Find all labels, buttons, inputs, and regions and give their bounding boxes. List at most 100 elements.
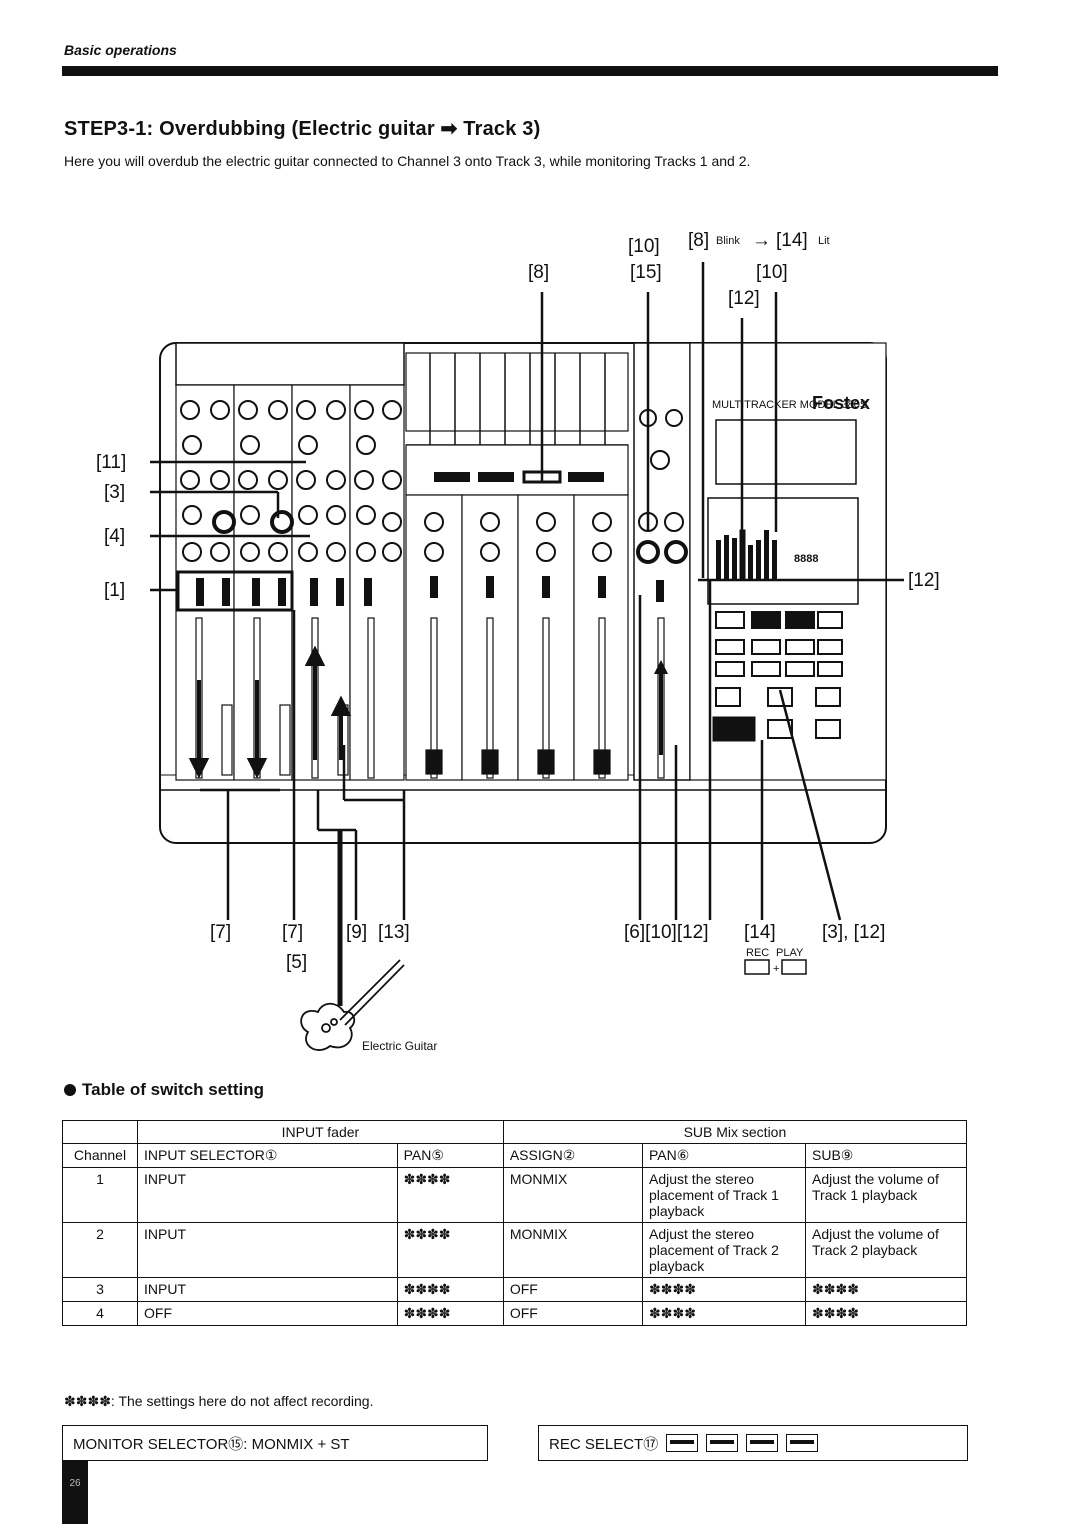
cell-pan6: ✽✽✽✽ xyxy=(642,1301,806,1326)
rec-switch-track1-icon xyxy=(666,1434,699,1452)
callout-10b: [10] xyxy=(756,262,788,283)
callout-15: [15] xyxy=(630,262,662,283)
rec-select-box: REC SELECT⑰ xyxy=(538,1425,968,1461)
cell-assign: MONMIX xyxy=(502,1222,644,1278)
table-group-header-row: INPUT fader SUB Mix section xyxy=(62,1120,968,1144)
cell-sub: Adjust the volume of Track 1 playback xyxy=(805,1167,967,1223)
col-header: PAN⑥ xyxy=(642,1143,806,1168)
callout-12-top: [12] xyxy=(728,288,760,309)
cell-input-selector: INPUT xyxy=(137,1277,398,1302)
cell-sub: ✽✽✽✽ xyxy=(805,1301,967,1326)
plus-sign: + xyxy=(773,963,779,975)
cell-input-selector: INPUT xyxy=(137,1167,398,1223)
counter-readout: 8888 xyxy=(794,553,818,565)
callout-5: [5] xyxy=(286,952,307,973)
cell-pan6: Adjust the stereo placement of Track 2 p… xyxy=(642,1222,806,1278)
rec-label: REC xyxy=(746,947,769,959)
rec-button-icon xyxy=(744,959,770,975)
cell-assign: MONMIX xyxy=(502,1167,644,1223)
intro-text: Here you will overdub the electric guita… xyxy=(64,153,751,169)
blink-arrow: → xyxy=(752,230,771,251)
cell-sub: ✽✽✽✽ xyxy=(805,1277,967,1302)
cell-input-selector: INPUT xyxy=(137,1222,398,1278)
callout-9: [9] xyxy=(346,922,367,943)
cell-input-selector: OFF xyxy=(137,1301,398,1326)
mixer-diagram: MULTITRACKER MODEL 380S Fostex 8888 xyxy=(0,200,1080,1070)
callout-14: [14] xyxy=(744,922,776,943)
table-heading-text: Table of switch setting xyxy=(82,1080,264,1099)
table-row: 4 OFF ✽✽✽✽ OFF ✽✽✽✽ ✽✽✽✽ xyxy=(62,1301,967,1326)
table-column-header-row: Channel INPUT SELECTOR① PAN⑤ ASSIGN② PAN… xyxy=(62,1143,967,1168)
callout-3-12: [3], [12] xyxy=(822,922,885,943)
callout-7b: [7] xyxy=(282,922,303,943)
empty-corner xyxy=(62,1120,138,1144)
lcd-display xyxy=(707,497,859,605)
page-title: STEP3-1: Overdubbing (Electric guitar ➡ … xyxy=(64,118,541,140)
cell-pan6: ✽✽✽✽ xyxy=(642,1277,806,1302)
electric-guitar-drawing xyxy=(300,959,405,1051)
page-number: 26 xyxy=(62,1460,88,1524)
col-header: ASSIGN② xyxy=(502,1143,644,1168)
table-row: 1 INPUT ✽✽✽✽ MONMIX Adjust the stereo pl… xyxy=(62,1167,967,1223)
blink-label: Blink xyxy=(716,235,740,247)
table-row: 2 INPUT ✽✽✽✽ MONMIX Adjust the stereo pl… xyxy=(62,1222,967,1278)
input-selectors xyxy=(196,578,372,606)
callout-12-right: [12] xyxy=(908,570,940,591)
callout-4: [4] xyxy=(104,526,125,547)
callout-8: [8] xyxy=(528,262,549,283)
guitar-label: Electric Guitar xyxy=(362,1039,437,1053)
footnote: ✽✽✽✽: The settings here do not affect re… xyxy=(64,1393,374,1409)
callout-13: [13] xyxy=(378,922,410,943)
group-sub-mix: SUB Mix section xyxy=(502,1120,968,1144)
callout-6-10-12: [6][10][12] xyxy=(624,922,709,943)
col-header: INPUT SELECTOR① xyxy=(137,1143,398,1168)
sub-mix-strips xyxy=(405,494,629,781)
callout-7a: [7] xyxy=(210,922,231,943)
play-label: PLAY xyxy=(776,947,804,959)
cell-pan5: ✽✽✽✽ xyxy=(396,1277,504,1302)
col-header: PAN⑤ xyxy=(396,1143,504,1168)
group-input-fader: INPUT fader xyxy=(137,1120,504,1144)
header-rule xyxy=(62,66,998,76)
callout-10-top: [10] xyxy=(628,236,660,257)
cell-channel: 2 xyxy=(62,1222,138,1278)
rec-switch-track2-icon xyxy=(706,1434,739,1452)
display-cover xyxy=(715,419,857,485)
table-row: 3 INPUT ✽✽✽✽ OFF ✽✽✽✽ ✽✽✽✽ xyxy=(62,1277,967,1302)
cell-channel: 4 xyxy=(62,1301,138,1326)
mixer-illustration: MULTITRACKER MODEL 380S Fostex 8888 xyxy=(96,230,940,1053)
cell-pan5: ✽✽✽✽ xyxy=(396,1167,504,1223)
callout-14-lit: [14] xyxy=(776,230,808,251)
callout-11: [11] xyxy=(96,452,126,473)
cell-channel: 3 xyxy=(62,1277,138,1302)
rec-select-text: REC SELECT⑰ xyxy=(549,1435,659,1453)
input-knobs xyxy=(180,400,402,562)
lit-label: Lit xyxy=(818,235,830,247)
play-button-icon xyxy=(781,959,807,975)
brand-logo: Fostex xyxy=(812,393,870,413)
fader-arrows xyxy=(188,645,352,779)
switch-setting-table: INPUT fader SUB Mix section Channel INPU… xyxy=(62,1120,968,1326)
cell-pan5: ✽✽✽✽ xyxy=(396,1222,504,1278)
col-header: SUB⑨ xyxy=(805,1143,967,1168)
cell-assign: OFF xyxy=(502,1277,644,1302)
monitor-selector-box: MONITOR SELECTOR⑮: MONMIX + ST xyxy=(62,1425,488,1461)
section-label: Basic operations xyxy=(64,42,177,58)
cell-pan6: Adjust the stereo placement of Track 1 p… xyxy=(642,1167,806,1223)
callout-3: [3] xyxy=(104,482,125,503)
transport-buttons xyxy=(715,611,843,739)
monitor-selector-text: MONITOR SELECTOR⑮: MONMIX + ST xyxy=(73,1435,350,1453)
rear-panel xyxy=(405,352,629,432)
bullet-icon xyxy=(64,1084,76,1096)
callout-8-blink: [8] xyxy=(688,230,709,251)
callout-1: [1] xyxy=(104,580,125,601)
rec-switch-track3-icon xyxy=(746,1434,779,1452)
rec-switch-track4-icon xyxy=(786,1434,819,1452)
cell-sub: Adjust the volume of Track 2 playback xyxy=(805,1222,967,1278)
cell-pan5: ✽✽✽✽ xyxy=(396,1301,504,1326)
cell-channel: 1 xyxy=(62,1167,138,1223)
col-header: Channel xyxy=(62,1143,138,1168)
cell-assign: OFF xyxy=(502,1301,644,1326)
input-jack-strip xyxy=(175,342,405,386)
table-heading: Table of switch setting xyxy=(64,1080,264,1100)
